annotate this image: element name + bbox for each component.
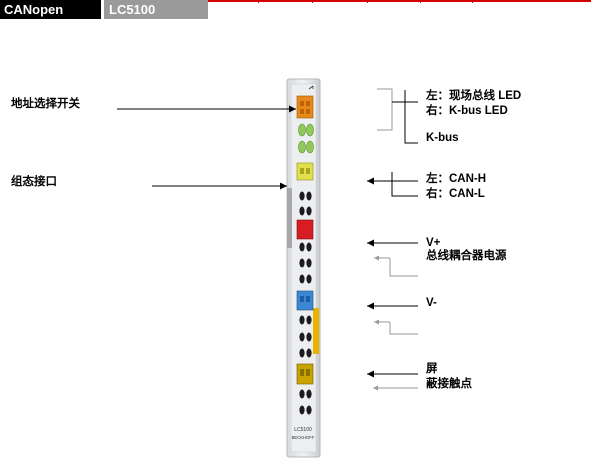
shield-connector [296,363,314,385]
label-kbus: K-bus [426,132,459,144]
tab-model[interactable]: LC5100 [104,0,208,19]
leader-vplus-gray [374,255,418,277]
leader-can [367,172,418,197]
label-led-right: 右：K-bus LED [426,105,508,117]
leader-vminus-gray [374,319,418,335]
label-vminus: V- [426,297,437,309]
header-tick [472,0,473,3]
power-side-contact [313,308,319,354]
label-address-switch: 地址选择开关 [11,98,80,110]
power-plus-connector [296,219,314,240]
label-shield: 屏 [426,363,438,375]
label-can-l: 右：CAN-L [426,188,485,200]
header-bar: CANopen LC5100 [0,0,591,20]
tab-canopen[interactable]: CANopen [0,0,101,19]
leader-led-bracket [377,88,418,144]
header-tick [258,0,259,3]
config-interface-port [287,188,292,248]
header-tick [312,0,313,3]
address-switch[interactable] [296,95,314,119]
label-bus-coupler-power: 总线耦合器电源 [426,250,507,262]
spring-terminals [299,191,312,415]
device-brand-label: BECKHOFF [292,435,315,440]
label-can-h: 左：CAN-H [426,173,487,185]
header-tick [367,0,368,3]
header-rule [208,0,591,2]
header-tick [420,0,421,3]
label-shield-contact: 蔽接触点 [426,378,472,390]
label-led-left: 左：现场总线 LED [426,90,522,102]
device-model-label: LC5100 [294,427,312,433]
power-minus-connector [296,290,314,311]
can-connector [296,162,314,181]
label-vplus: V+ [426,237,441,249]
label-config-interface: 组态接口 [11,176,57,188]
status-leds [298,123,314,154]
